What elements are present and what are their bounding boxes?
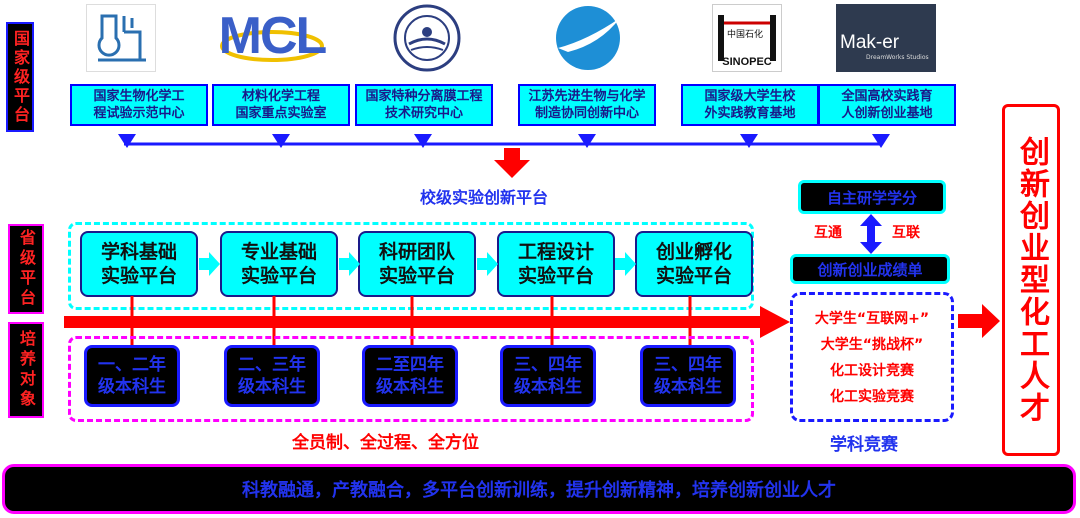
talent-arrow-icon	[958, 304, 1000, 338]
institution-line: 程试验示范中心	[93, 106, 185, 121]
label-provincial-platform: 省级平台	[8, 224, 44, 314]
talent-text: 创新创业型化工人才	[1014, 136, 1049, 424]
school-platform-caption: 校级实验创新平台	[420, 188, 549, 207]
swoosh-logo-icon	[548, 4, 628, 72]
institution-line: 国家生物化学工	[93, 89, 185, 104]
grade-line: 级本科生	[376, 377, 444, 397]
mcl-logo-icon: MCL	[218, 4, 328, 72]
platform-line: 工程设计	[517, 241, 594, 263]
platform-engineering-design: 工程设计 实验平台	[497, 231, 615, 297]
grade-line: 一、二年	[98, 355, 166, 375]
sinopec-logo-text: 中国石化	[727, 30, 764, 40]
grade-line: 二至四年	[376, 355, 444, 375]
credit-box-text: 自主研学学分	[826, 188, 917, 207]
maker-logo-subtext: DreamWorks Studios	[866, 54, 929, 61]
grade-line: 三、四年	[514, 355, 582, 375]
platform-line: 专业基础	[240, 241, 317, 263]
grade-year-1-2: 一、二年 级本科生	[84, 345, 180, 407]
institution-line: 人创新创业基地	[841, 106, 933, 121]
institution-line: 材料化学工程	[241, 89, 320, 104]
grade-line: 级本科生	[514, 377, 582, 397]
grade-year-3-4: 三、四年 级本科生	[500, 345, 596, 407]
transcript-box-text: 创新创业成绩单	[817, 260, 923, 279]
transcript-box: 创新创业成绩单	[790, 254, 950, 284]
competition-item: 大学生“挑战杯”	[820, 337, 924, 353]
platform-arrows	[199, 252, 636, 276]
platform-line: 实验平台	[100, 265, 177, 287]
bottom-banner: 科教融通，产教融合，多平台创新训练，提升创新精神，培养创新创业人才	[2, 464, 1076, 514]
competition-item: 化工实验竞赛	[830, 389, 914, 405]
talent-box: 创新创业型化工人才	[1002, 104, 1060, 456]
platform-professional-basic: 专业基础 实验平台	[220, 231, 338, 297]
bidirectional-arrow-icon	[860, 214, 882, 254]
platform-line: 实验平台	[378, 265, 455, 287]
svg-text:SINOPEC: SINOPEC	[722, 56, 772, 68]
institution-line: 制造协同创新中心	[534, 106, 639, 121]
platform-discipline-basic: 学科基础 实验平台	[80, 231, 198, 297]
institution-materials-lab: 材料化学工程 国家重点实验室	[212, 84, 350, 126]
label-national-platform-text: 国家级平台	[11, 29, 30, 125]
grade-line: 级本科生	[654, 377, 722, 397]
label-training-target-text: 培养对象	[17, 330, 36, 410]
institution-line: 国家重点实验室	[235, 106, 327, 121]
arrow-icon	[477, 252, 498, 276]
bottom-banner-text: 科教融通，产教融合，多平台创新训练，提升创新精神，培养创新创业人才	[242, 480, 836, 501]
all-inclusive-caption: 全员制、全过程、全方位	[292, 433, 479, 453]
label-national-platform: 国家级平台	[6, 22, 34, 132]
arrow-icon	[339, 252, 360, 276]
arrow-icon	[199, 252, 220, 276]
exchange-right-label: 互联	[892, 225, 920, 241]
grade-line: 级本科生	[238, 377, 306, 397]
institution-line: 全国高校实践育	[841, 89, 933, 104]
sinopec-logo-icon: SINOPEC 中国石化	[712, 4, 782, 72]
institution-biochem-center: 国家生物化学工 程试验示范中心	[70, 84, 208, 126]
arrow-icon	[615, 252, 636, 276]
grade-year-2-3: 二、三年 级本科生	[224, 345, 320, 407]
flask-logo-icon	[86, 4, 156, 72]
institution-line: 技术研究中心	[384, 106, 463, 121]
institution-line: 江苏先进生物与化学	[528, 89, 646, 104]
platform-startup-incubation: 创业孵化 实验平台	[635, 231, 753, 297]
exchange-left-label: 互通	[814, 225, 842, 241]
institution-entrepreneurship-base: 全国高校实践育 人创新创业基地	[818, 84, 956, 126]
platform-research-team: 科研团队 实验平台	[358, 231, 476, 297]
competition-caption: 学科竞赛	[830, 435, 898, 455]
institution-line: 外实践教育基地	[704, 106, 796, 121]
maker-logo-text: Mak-er	[840, 32, 900, 53]
platform-line: 实验平台	[517, 265, 594, 287]
institution-line: 国家特种分离膜工程	[365, 89, 483, 104]
institution-jiangsu-center: 江苏先进生物与化学 制造协同创新中心	[518, 84, 656, 126]
grade-line: 级本科生	[98, 377, 166, 397]
label-training-target: 培养对象	[8, 322, 44, 418]
platform-line: 实验平台	[240, 265, 317, 287]
label-provincial-platform-text: 省级平台	[17, 229, 36, 309]
institution-practice-base: 国家级大学生校 外实践教育基地	[681, 84, 819, 126]
grade-row-frame	[68, 336, 754, 422]
grade-line: 三、四年	[654, 355, 722, 375]
grade-year-3-4-incubation: 三、四年 级本科生	[640, 345, 736, 407]
platform-line: 学科基础	[100, 241, 177, 263]
platform-line: 实验平台	[655, 265, 732, 287]
competition-item: 大学生“互联网+”	[814, 311, 930, 327]
platform-line: 创业孵化	[655, 241, 732, 263]
credit-box: 自主研学学分	[798, 180, 946, 214]
platform-line: 科研团队	[378, 241, 455, 263]
maker-logo-icon: Mak-er DreamWorks Studios	[836, 4, 936, 72]
competition-item: 化工设计竞赛	[830, 363, 914, 379]
grade-year-2-4: 二至四年 级本科生	[362, 345, 458, 407]
institution-line: 国家级大学生校	[704, 89, 796, 104]
seal-logo-icon	[392, 4, 462, 72]
institution-connectors	[118, 134, 890, 178]
competition-frame: 大学生“互联网+” 大学生“挑战杯” 化工设计竞赛 化工实验竞赛	[790, 292, 954, 422]
mcl-logo-text: MCL	[218, 7, 328, 65]
institution-membrane-center: 国家特种分离膜工程 技术研究中心	[355, 84, 493, 126]
grade-line: 二、三年	[238, 355, 306, 375]
